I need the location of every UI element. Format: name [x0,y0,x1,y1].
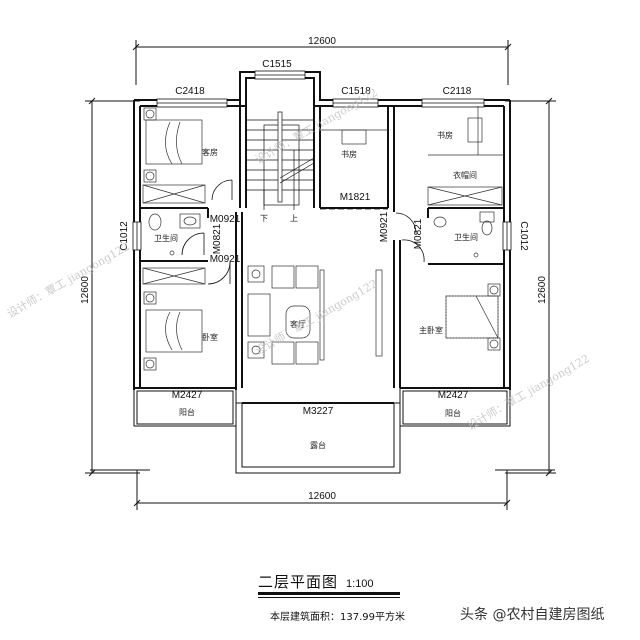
left-dimension-value: 12600 [80,276,91,304]
door-label-master-balcony: M2427 [438,390,469,401]
room-label-bath-left: 卫生间 [154,233,178,243]
window-label-guest-room: C2418 [175,86,205,97]
room-label-balcony-right: 阳台 [445,408,461,418]
top-dimension-line [132,40,512,85]
stair-down-label: 下 [260,214,268,223]
window-label-bath-right: C1012 [518,221,529,251]
window-label-study-right: C2118 [443,86,472,97]
source-credit: 头条 @农村自建房图纸 [460,607,605,623]
floor-area-label: 本层建筑面积：137.99平方米 [270,612,405,623]
room-label-terrace: 露台 [310,440,326,450]
room-label-balcony-left: 阳台 [179,407,195,417]
drawing-title-text: 二层平面图 [258,573,339,591]
window-label-study-left: C1518 [341,86,371,97]
door-label-bedroom: M0921 [210,254,241,265]
staircase [246,111,315,210]
room-label-living: 客厅 [290,319,306,329]
right-dimension-value: 12600 [537,276,548,304]
drawing-scale: 1:100 [346,578,374,590]
drawing-title: 二层平面图 1:100 [258,571,374,592]
watermark: 设计师：覃工 jiangong122 [465,352,592,433]
room-label-guest-room: 客房 [202,147,218,157]
bottom-dimension-value: 12600 [308,491,336,502]
window-label-stair: C1515 [262,59,292,70]
room-label-closet: 衣帽间 [453,170,477,180]
right-dimension-line [505,97,556,477]
watermark: 设计师：覃工 jiangong122 [5,240,132,321]
room-label-master-bedroom: 主卧室 [419,325,443,335]
room-label-study-right: 书房 [437,130,453,140]
room-label-study-left: 书房 [341,149,357,159]
door-label-living-terrace: M3227 [303,406,334,417]
door-label-bath-right: M0821 [413,218,424,249]
room-label-bedroom: 卧室 [202,332,218,342]
window-label-bath-left: C1012 [119,221,130,251]
watermark: 设计师：覃工 jiangong122 [253,86,380,167]
stair-up-label: 上 [290,214,298,223]
left-dimension-line [85,97,140,477]
furniture [142,106,504,371]
door-label-master-entry: M0921 [379,211,390,242]
door-label-guest-room: M0921 [210,214,241,225]
room-label-bath-right: 卫生间 [454,232,478,242]
door-label-study: M1821 [340,192,371,203]
windows [132,70,512,251]
title-underline-thin [258,597,400,598]
watermark: 设计师：覃工 jiangong122 [253,277,380,358]
title-underline-thick [258,592,400,595]
door-label-bath-left: M0821 [212,223,223,254]
bottom-dimension-line [90,469,555,510]
top-dimension-value: 12600 [308,36,336,47]
door-swings [164,179,480,404]
door-label-bedroom-balcony: M2427 [172,390,203,401]
